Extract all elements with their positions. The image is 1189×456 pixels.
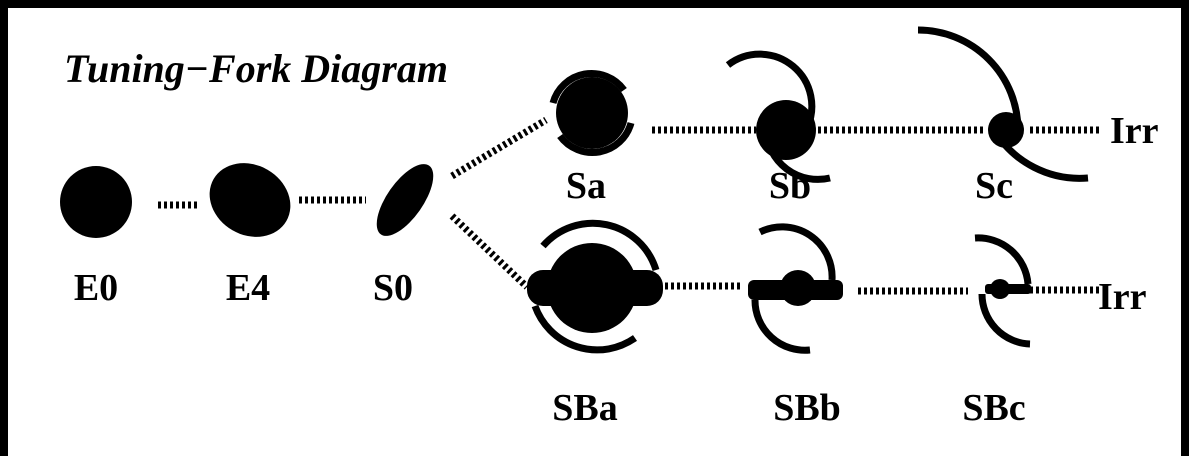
- galaxy-s0: S0: [373, 164, 434, 309]
- galaxy-sa: Sa: [549, 70, 635, 207]
- sbc-spiral-arm-lower: [978, 293, 1031, 348]
- e4-galaxy-shape: [209, 163, 291, 237]
- sbc-label: SBc: [962, 387, 1025, 429]
- galaxy-sbb: SBb: [748, 223, 843, 429]
- e4-label: E4: [226, 267, 270, 309]
- sc-label: Sc: [975, 165, 1013, 207]
- galaxy-e0: E0: [60, 166, 132, 309]
- connector-s0-sa: [450, 116, 548, 180]
- sbb-spiral-arm-lower: [751, 299, 811, 354]
- sbb-bulge: [780, 270, 816, 306]
- sbb-label: SBb: [773, 387, 841, 429]
- sc-spiral-arm-upper: [917, 26, 1022, 131]
- sa-label: Sa: [566, 165, 606, 207]
- s0-galaxy-shape: [376, 164, 434, 236]
- sb-spiral-arm-upper: [725, 50, 816, 132]
- galaxy-sba: SBa: [527, 219, 663, 429]
- diagram-title: Tuning−Fork Diagram: [64, 46, 448, 91]
- galaxy-sb: Sb: [725, 50, 831, 207]
- galaxy-e4: E4: [209, 163, 291, 309]
- e0-galaxy-shape: [60, 166, 132, 238]
- sa-spiral-arm-lower: [557, 121, 635, 156]
- sa-spiral-arm-upper: [549, 70, 627, 105]
- sba-spiral-arm-upper: [540, 219, 660, 272]
- sbc-spiral-arm-upper: [974, 234, 1032, 285]
- sb-label: Sb: [769, 165, 811, 207]
- galaxy-sc: Sc: [917, 26, 1089, 207]
- irr-top-label: Irr: [1110, 110, 1159, 152]
- sba-spiral-arm-lower: [531, 304, 638, 354]
- sc-spiral-arm-lower: [991, 128, 1089, 182]
- sa-bulge: [556, 77, 628, 149]
- e0-label: E0: [74, 267, 118, 309]
- sba-bulge: [547, 243, 637, 333]
- sbb-spiral-arm-upper: [758, 223, 836, 281]
- sb-spiral-arm-lower: [762, 129, 831, 183]
- sba-label: SBa: [552, 387, 617, 429]
- connector-s0-sba: [449, 213, 530, 290]
- sbc-bulge: [990, 279, 1010, 299]
- galaxy-sbc: SBc: [962, 234, 1032, 429]
- irr-bottom-label: Irr: [1098, 276, 1147, 318]
- s0-label: S0: [373, 267, 413, 309]
